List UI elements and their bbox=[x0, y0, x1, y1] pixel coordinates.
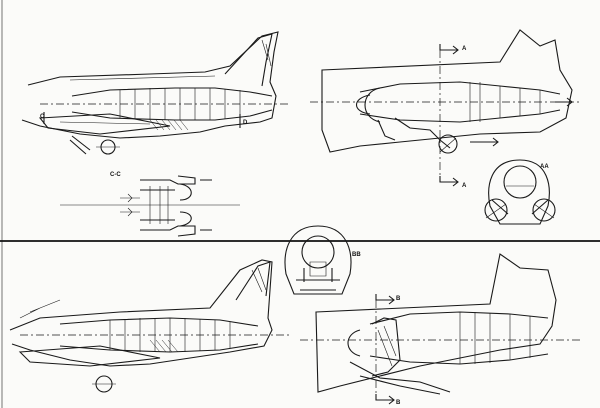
bottom-aircraft-side-view bbox=[9, 259, 290, 393]
section-aa-view: AA bbox=[484, 159, 556, 225]
bottom-right-intake-detail: B B bbox=[300, 253, 580, 406]
section-a-top-label: A bbox=[462, 46, 467, 52]
section-a-bottom-label: A bbox=[462, 183, 467, 189]
top-aircraft-side-view: C D bbox=[21, 31, 290, 155]
section-aa-label: AA bbox=[540, 164, 549, 170]
section-bb-label: BB bbox=[352, 252, 361, 258]
section-b-bottom-label: B bbox=[396, 400, 401, 406]
section-bb-view: BB bbox=[284, 225, 361, 295]
cut-c-label: C bbox=[40, 114, 45, 120]
section-cc-label: C-C bbox=[110, 172, 121, 178]
top-right-intake-detail: A A bbox=[310, 29, 580, 189]
section-b-top-label: B bbox=[396, 296, 401, 302]
cut-d-label: D bbox=[243, 120, 248, 126]
section-cc-detail: C-C bbox=[60, 172, 240, 237]
